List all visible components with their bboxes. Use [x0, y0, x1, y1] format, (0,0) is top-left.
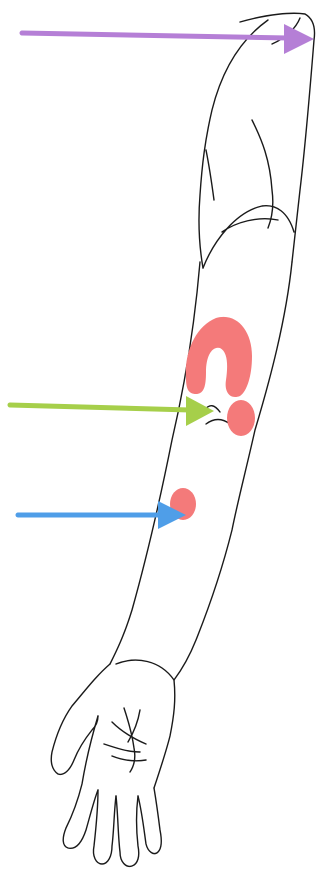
elbow-crescent-region [186, 317, 252, 397]
ring-finger [138, 788, 161, 854]
lower-arrow [18, 501, 186, 529]
middle-arrow [10, 396, 214, 426]
index-finger [93, 790, 116, 864]
palm-contour [63, 716, 98, 848]
elbow-detail-line-2 [206, 420, 230, 425]
upper-arrow-head [284, 24, 314, 54]
upper-arrow-shaft [22, 33, 288, 38]
arm-outline [51, 13, 314, 866]
palm-line-5 [112, 756, 146, 761]
medial-epicondyle-spot [227, 400, 255, 436]
forearm-inner-contour [110, 262, 200, 664]
indicator-arrows [10, 24, 314, 529]
shoulder-fold-line [252, 120, 273, 228]
upper-arm-outer-contour [240, 13, 315, 262]
inner-elbow-fold [203, 206, 294, 268]
upper-arrow [22, 24, 314, 54]
little-finger [154, 680, 175, 788]
upper-arm-inner-contour [199, 20, 268, 268]
middle-arrow-shaft [10, 405, 190, 410]
thumb-contour [51, 664, 110, 774]
wrist-crease [116, 660, 174, 680]
biceps-line [206, 150, 214, 200]
pain-regions [170, 317, 255, 520]
middle-finger [116, 796, 139, 866]
